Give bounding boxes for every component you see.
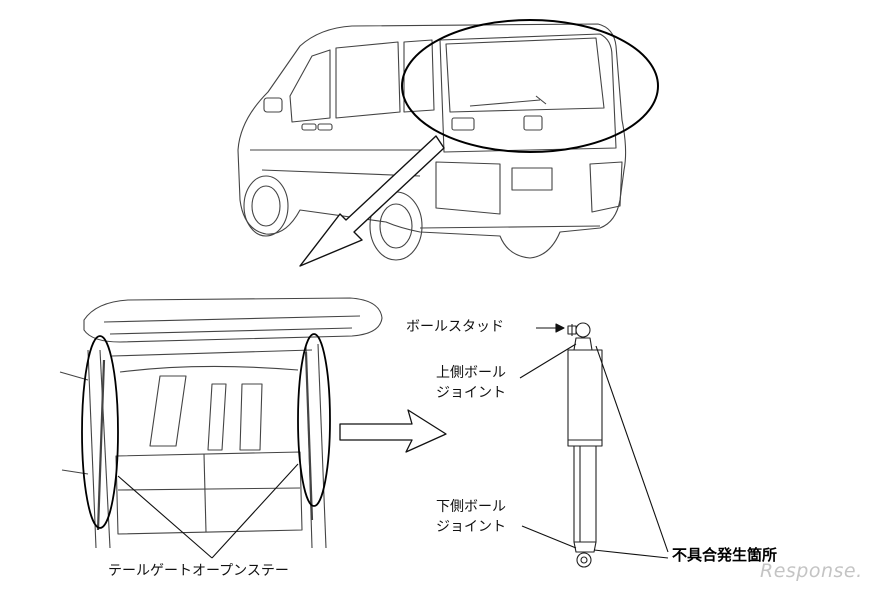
- tailgate-stay-label: テールゲートオープンステー: [108, 563, 289, 579]
- stay-right-ellipse: [297, 333, 331, 507]
- tailgate-interior-drawing: [59, 297, 383, 549]
- gas-strut-drawing: [567, 322, 603, 568]
- ball-stud-label: ボールスタッド: [406, 319, 504, 335]
- upper-joint-label-line1: 上側ボール: [436, 365, 506, 381]
- response-watermark: Response.: [760, 560, 863, 582]
- stay-left-ellipse: [81, 335, 119, 529]
- upper-joint-label-line2: ジョイント: [436, 385, 506, 401]
- right-arrow: [339, 409, 447, 453]
- minivan-drawing: [237, 23, 627, 261]
- lower-joint-label-line1: 下側ボール: [436, 499, 506, 515]
- lower-joint-label-line2: ジョイント: [436, 519, 506, 535]
- down-left-arrow: [299, 135, 445, 267]
- highlight-ellipse: [401, 19, 659, 153]
- defect-location-label: 不具合発生箇所: [672, 546, 778, 564]
